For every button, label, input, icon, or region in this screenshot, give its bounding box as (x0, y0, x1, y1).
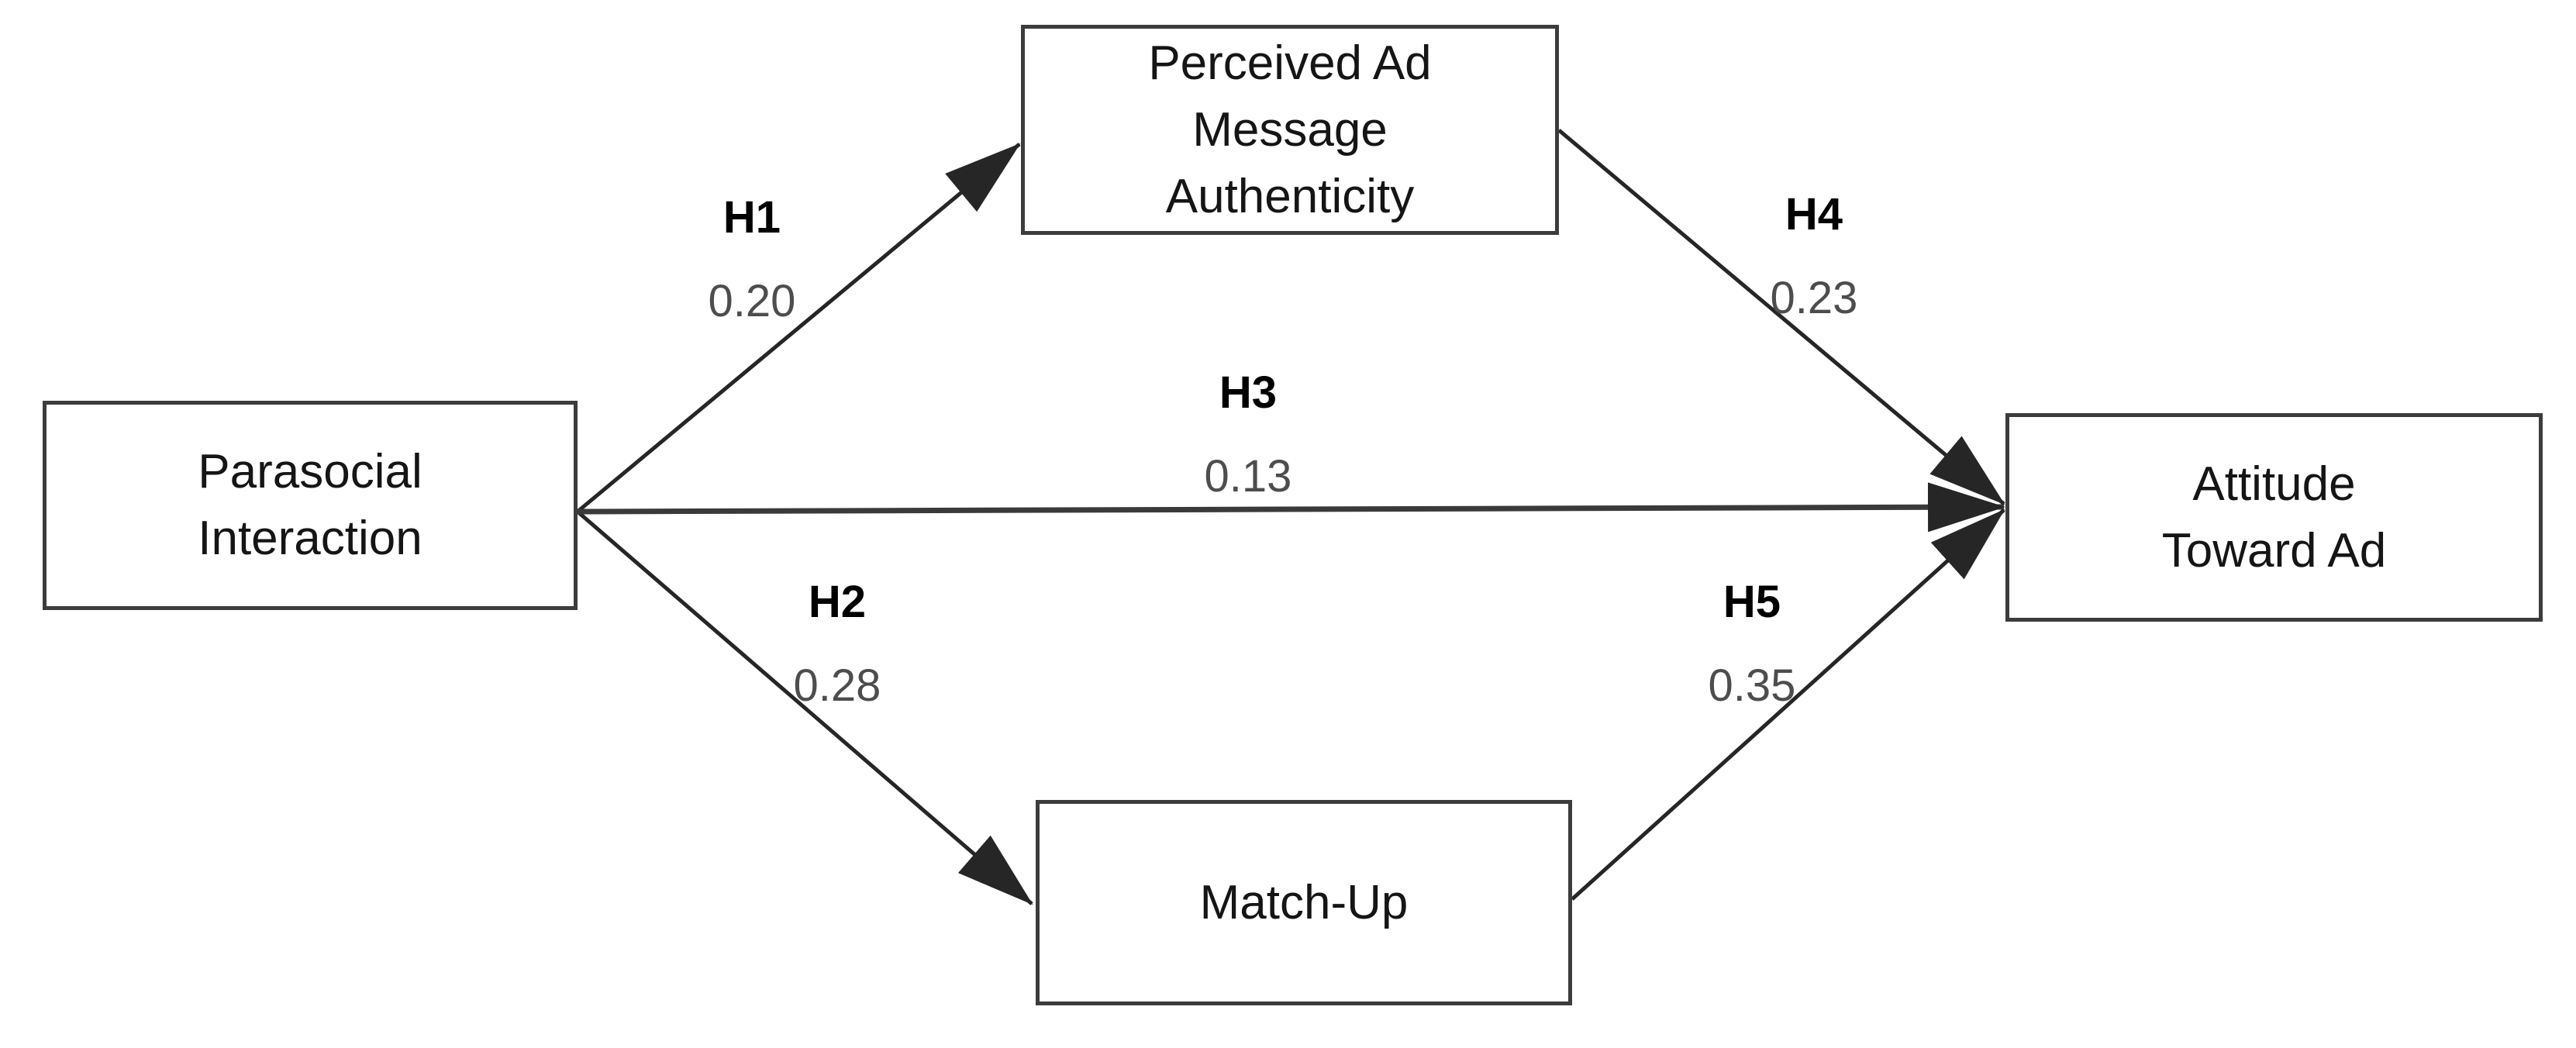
node-label-line: Parasocial (198, 445, 422, 498)
node-parasocial-interaction: Parasocial Interaction (43, 401, 578, 610)
node-label-line: Perceived Ad (1148, 36, 1432, 90)
node-label-line: Toward Ad (2161, 523, 2387, 577)
h4-hypothesis-label: H4 (1785, 189, 1843, 240)
h2-coefficient: 0.28 (793, 660, 881, 711)
h4-arrow (1557, 129, 2005, 505)
h1-coefficient: 0.20 (708, 276, 796, 326)
h4-label-group: H4 0.23 (1698, 192, 1930, 321)
h5-label-group: H5 0.35 (1636, 580, 1868, 708)
h2-arrow (576, 510, 1033, 905)
node-label-line: Attitude (2192, 457, 2356, 511)
h4-coefficient: 0.23 (1770, 273, 1858, 323)
h5-hypothesis-label: H5 (1723, 577, 1781, 627)
node-label-line: Authenticity (1165, 169, 1415, 223)
node-perceived-ad-message-authenticity: Perceived Ad Message Authenticity (1021, 25, 1559, 235)
node-match-up: Match-Up (1036, 800, 1572, 1005)
node-label-line: Match-Up (1199, 875, 1409, 929)
node-label-line: Interaction (198, 512, 422, 565)
h3-arrow (577, 482, 2005, 533)
node-attitude-toward-ad: Attitude Toward Ad (2005, 413, 2543, 622)
h3-label-group: H3 0.13 (1132, 371, 1364, 499)
h5-coefficient: 0.35 (1708, 660, 1796, 711)
h2-label-group: H2 0.28 (721, 580, 953, 708)
h1-hypothesis-label: H1 (722, 192, 781, 243)
h3-hypothesis-label: H3 (1219, 367, 1278, 418)
h1-label-group: H1 0.20 (636, 195, 868, 324)
h1-arrow (576, 143, 1021, 513)
node-label-line: Message (1192, 102, 1388, 157)
h5-arrow (1571, 508, 2005, 901)
h3-coefficient: 0.13 (1204, 451, 1292, 502)
h2-hypothesis-label: H2 (808, 577, 867, 627)
